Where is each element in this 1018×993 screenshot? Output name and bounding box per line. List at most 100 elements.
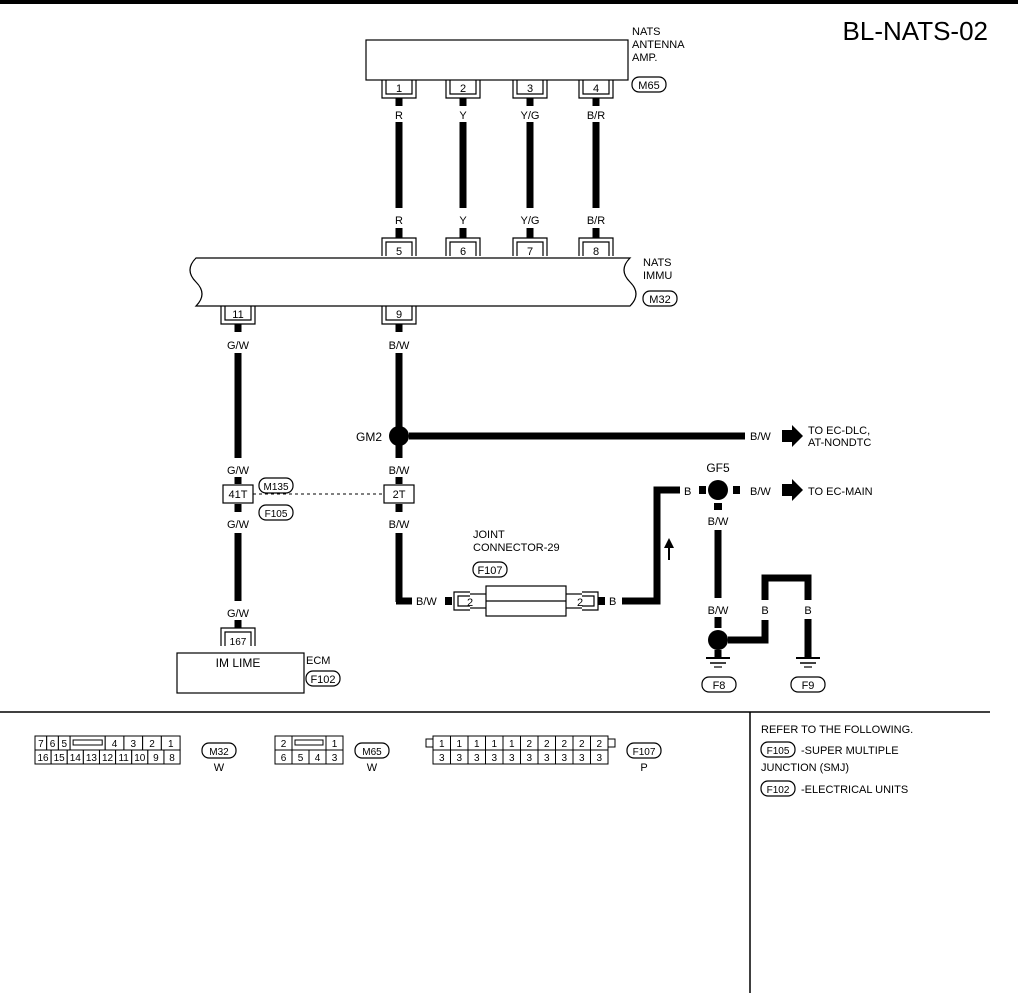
nats-immu: NATS IMMU M32 xyxy=(189,257,678,307)
wire-b-to-f9: B B xyxy=(728,574,812,657)
amp-name-line-1: NATS xyxy=(632,26,661,38)
dest-ec-main: TO EC-MAIN xyxy=(808,486,873,498)
immu-name-line-2: IMMU xyxy=(643,270,672,282)
wire-g-w: G/W G/W G/W G/W xyxy=(227,324,250,628)
f107-bottom-pin: 3 xyxy=(439,753,445,764)
svg-text:B: B xyxy=(609,596,616,608)
svg-text:9: 9 xyxy=(396,309,402,321)
f107-bottom-pin: 3 xyxy=(491,753,497,764)
f107-bottom-pin: 3 xyxy=(561,753,567,764)
wire-b-r: B/R B/R xyxy=(587,98,605,238)
wire-y-g: Y/G Y/G xyxy=(521,98,540,238)
svg-text:GF5: GF5 xyxy=(706,461,730,475)
immu-pin-5: 5 xyxy=(381,237,417,258)
f107-top-pin: 1 xyxy=(491,739,497,750)
inline-connector-41t: 41T M135 F105 xyxy=(222,477,294,521)
svg-text:R: R xyxy=(395,110,403,122)
m32-pin-8: 8 xyxy=(169,753,175,764)
f107-top-pin: 2 xyxy=(579,739,585,750)
f107-top-pin: 1 xyxy=(509,739,515,750)
f107-top-pin: 2 xyxy=(544,739,550,750)
immu-pin-7: 7 xyxy=(512,237,548,258)
immu-pin-6: 6 xyxy=(445,237,481,258)
m32-pin-12: 12 xyxy=(102,753,114,764)
svg-text:G/W: G/W xyxy=(227,608,250,620)
top-border xyxy=(0,0,1018,4)
svg-text:Y: Y xyxy=(459,215,467,227)
joint-connector-29: JOINT CONNECTOR-29 F107 2 2 xyxy=(453,529,599,617)
m32-pin-3: 3 xyxy=(130,739,136,750)
m32-pin-9: 9 xyxy=(153,753,159,764)
splice-gf5: GF5 xyxy=(706,461,730,500)
f107-top-pin: 2 xyxy=(561,739,567,750)
svg-text:B/R: B/R xyxy=(587,110,605,122)
svg-text:5: 5 xyxy=(396,246,402,258)
dest-ec-dlc-line-2: AT-NONDTC xyxy=(808,437,871,449)
m32-pin-14: 14 xyxy=(70,753,82,764)
m65-pin-4: 4 xyxy=(315,753,321,764)
svg-text:G/W: G/W xyxy=(227,465,250,477)
m65-pin-6: 6 xyxy=(281,753,287,764)
wire-to-ec-dlc: B/W TO EC-DLC, AT-NONDTC xyxy=(409,425,871,449)
svg-text:B/R: B/R xyxy=(587,215,605,227)
wire-gf5-to-f8: B/W B/W xyxy=(708,503,729,657)
svg-text:Y/G: Y/G xyxy=(521,110,540,122)
svg-text:B/W: B/W xyxy=(750,431,771,443)
reference-text-1-line-2: JUNCTION (SMJ) xyxy=(761,762,849,774)
wire-to-ec-main: B/W TO EC-MAIN xyxy=(733,479,873,501)
svg-text:2: 2 xyxy=(577,597,583,609)
m32-pin-15: 15 xyxy=(54,753,66,764)
amp-name-line-3: AMP. xyxy=(632,52,657,64)
ground-f9: F9 xyxy=(790,657,826,693)
wire-y: Y Y xyxy=(459,98,467,238)
immu-connector-id: M32 xyxy=(649,294,670,306)
svg-text:F9: F9 xyxy=(802,680,815,692)
joint-name-line-2: CONNECTOR-29 xyxy=(473,542,560,554)
arrow-up-icon xyxy=(664,538,674,548)
svg-text:3: 3 xyxy=(527,83,533,95)
svg-text:G/W: G/W xyxy=(227,519,250,531)
f107-bottom-pin: 3 xyxy=(544,753,550,764)
reference-notes: REFER TO THE FOLLOWING. F105 -SUPER MULT… xyxy=(760,724,913,797)
f107-top-pin: 1 xyxy=(439,739,445,750)
svg-text:B/W: B/W xyxy=(708,605,729,617)
f107-top-pin: 1 xyxy=(474,739,480,750)
f107-top-pin: 2 xyxy=(526,739,532,750)
svg-text:F8: F8 xyxy=(713,680,726,692)
m32-pin-1: 1 xyxy=(168,739,174,750)
amp-pin-1: 1 xyxy=(381,80,417,99)
svg-text:G/W: G/W xyxy=(227,340,250,352)
m65-pin-5: 5 xyxy=(298,753,304,764)
inline-connector-2t: 2T xyxy=(383,484,415,504)
f107-view-id: F107 xyxy=(633,747,656,758)
f107-bottom-pin: 3 xyxy=(579,753,585,764)
svg-text:GM2: GM2 xyxy=(356,430,382,444)
joint-name-line-1: JOINT xyxy=(473,529,505,541)
dest-ec-dlc-line-1: TO EC-DLC, xyxy=(808,425,870,437)
f107-top-pin: 2 xyxy=(596,739,602,750)
ecm-connector-id: F102 xyxy=(310,674,335,686)
f107-bottom-pin: 3 xyxy=(456,753,462,764)
svg-text:B/W: B/W xyxy=(389,340,410,352)
svg-text:B: B xyxy=(804,605,811,617)
svg-text:B: B xyxy=(761,605,768,617)
splice-gm2: GM2 xyxy=(356,426,409,446)
wire-b-w-main: B/W B/W B/W B/W xyxy=(389,324,452,608)
immu-name-line-1: NATS xyxy=(643,257,672,269)
inline-connector-m135: M135 xyxy=(263,482,288,493)
m32-pin-16: 16 xyxy=(37,753,49,764)
m65-view-color: W xyxy=(367,762,378,774)
immu-pin-9: 9 xyxy=(381,306,417,325)
f107-bottom-pin: 3 xyxy=(596,753,602,764)
page-code: BL-NATS-02 xyxy=(843,16,988,46)
reference-code-1: F105 xyxy=(767,746,790,757)
m65-pin-3: 3 xyxy=(332,753,338,764)
svg-text:Y/G: Y/G xyxy=(521,215,540,227)
f107-bottom-pin: 3 xyxy=(526,753,532,764)
m65-view-id: M65 xyxy=(362,747,382,758)
svg-text:2T: 2T xyxy=(393,489,406,501)
m32-pin-2: 2 xyxy=(149,739,155,750)
wire-r: R R xyxy=(395,98,403,238)
m32-pin-7: 7 xyxy=(38,739,44,750)
